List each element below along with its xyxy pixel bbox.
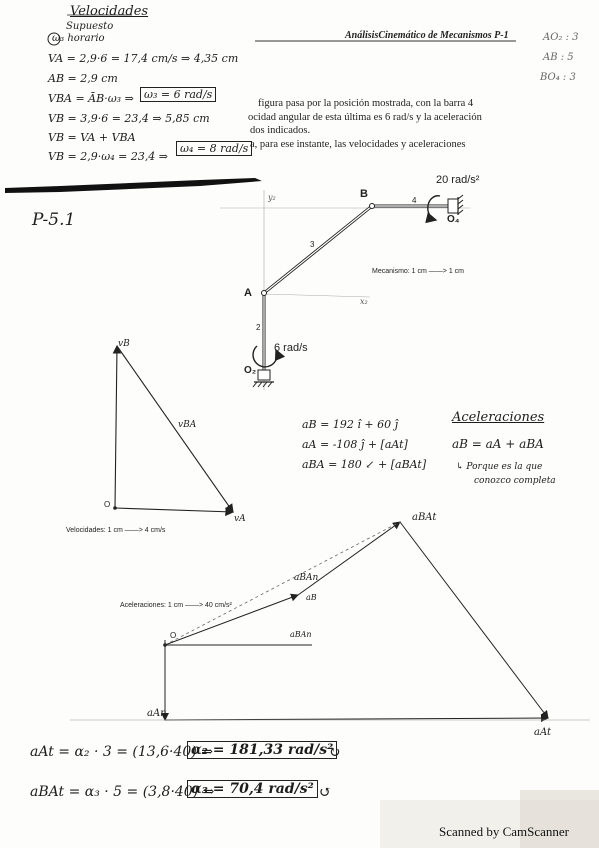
acc-eq-1: aB = 192 î + 60 ĵ	[302, 418, 398, 431]
label-aBA-t: aBAt	[412, 512, 437, 523]
result-line-1-lhs: aAt = α₂ · 3 = (13,6·40) ⇒	[30, 744, 213, 760]
label-vA: vA	[234, 514, 246, 524]
margin-note-2: AB : 5	[543, 52, 574, 63]
acc-relation: aB = aA + aBA	[452, 437, 544, 451]
velocity-boxed-w4: ω₄ = 8 rad/s	[176, 141, 253, 156]
mechanism-scale: Mecanismo: 1 cm ——> 1 cm	[372, 268, 464, 275]
acceleration-scale: Aceleraciones: 1 cm ——> 40 cm/s²	[120, 602, 232, 609]
velocity-polygon-drawing	[112, 344, 235, 517]
label-vBA: vBA	[178, 420, 197, 430]
label-aA-n: aAn	[147, 708, 167, 719]
velocity-notes-subtitle-1: Supuesto	[66, 21, 114, 32]
result-line-1-box: α₂ = 181,33 rad/s²	[187, 741, 338, 759]
scanner-footer: Scanned by CamScanner	[439, 824, 569, 839]
label-O-vel: O	[104, 500, 111, 509]
label-B: B	[360, 188, 368, 200]
velocity-note-line-4: VB = 3,9·6 = 23,4 ⇒ 5,85 cm	[48, 112, 210, 125]
label-bar-4: 4	[412, 196, 417, 205]
velocity-note-line-5: VB = VA + VBA	[48, 131, 136, 144]
label-A: A	[244, 287, 252, 299]
problem-text-3: dos indicados.	[250, 125, 311, 136]
problem-text-2: ocidad angular de esta última es 6 rad/s…	[248, 112, 482, 123]
problem-text-4: a, para ese instante, las velocidades y …	[250, 139, 466, 150]
label-O4: O₄	[447, 214, 460, 225]
problem-text-1: figura pasa por la posición mostrada, co…	[258, 98, 474, 109]
acc-eq-2: aA = -108 ĵ + [aAt]	[302, 438, 408, 451]
label-aBA-n2: aBAn	[290, 630, 312, 639]
acc-eq-3: aBA = 180 ↙ + [aBAt]	[302, 458, 427, 471]
result-line-1-dir: ↻	[328, 743, 341, 761]
label-bar-2: 2	[256, 323, 261, 332]
label-aB: aB	[306, 593, 317, 602]
acc-comment-1: ↳ Porque es la que	[456, 462, 543, 472]
acc-title: Aceleraciones	[452, 410, 545, 425]
label-vB: vB	[118, 339, 130, 349]
axis-y2: y₂	[268, 193, 276, 202]
margin-note-1: AO₂ : 3	[543, 32, 579, 43]
velocity-note-line-6: VB = 2,9·ω₄ = 23,4 ⇒	[48, 150, 169, 163]
acc-comment-2: conozco completa	[474, 476, 556, 486]
mechanism-drawing	[220, 190, 470, 390]
velocity-note-line-3: VBA = ĀB·ω₃ ⇒	[48, 92, 134, 105]
label-bar-3: 3	[310, 240, 315, 249]
velocity-boxed-w3: ω₃ = 6 rad/s	[140, 87, 217, 102]
problem-label: P-5.1	[32, 210, 76, 230]
label-omega: 6 rad/s	[274, 342, 308, 354]
label-aBA-n: aBAn	[294, 573, 319, 583]
label-O2: O₂	[244, 365, 257, 376]
result-line-2-lhs: aBAt = α₃ · 5 = (3,8·40) ⇒	[30, 784, 215, 800]
label-alpha: 20 rad/s²	[436, 174, 480, 186]
velocity-note-line-1: VA = 2,9·6 = 17,4 cm/s ⇒ 4,35 cm	[48, 52, 239, 65]
label-O-acc: O	[170, 631, 177, 640]
scan-smudge-stroke	[5, 178, 262, 193]
result-line-2-dir: ↺	[319, 783, 332, 801]
velocity-note-line-2: AB = 2,9 cm	[48, 72, 118, 85]
axis-x2: x₂	[360, 297, 368, 306]
velocity-notes-subtitle-2: ω₃ horario	[52, 33, 105, 44]
result-line-2-box: α₃ = 70,4 rad/s²	[187, 780, 318, 798]
acceleration-polygon-drawing	[70, 521, 590, 723]
running-title: AnálisisCinemático de Mecanismos P-1	[345, 30, 509, 41]
velocity-scale: Velocidades: 1 cm ——> 4 cm/s	[66, 527, 166, 534]
label-aA-t: aAt	[534, 727, 552, 738]
margin-note-3: BO₄ : 3	[540, 72, 576, 83]
